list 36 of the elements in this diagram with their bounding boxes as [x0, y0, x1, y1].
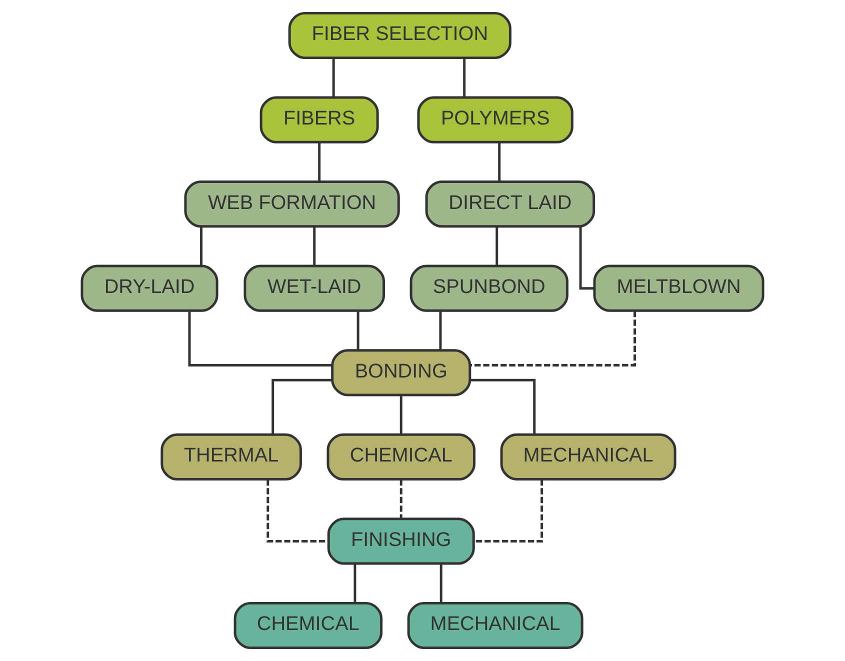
node-box: WET-LAID [244, 264, 385, 312]
connector [579, 226, 594, 290]
connector [463, 58, 466, 98]
node-box: MELTBLOWN [593, 264, 764, 312]
connector [332, 58, 335, 98]
node-box: MECHANICAL [500, 433, 676, 480]
connector [188, 311, 332, 366]
connector [496, 226, 498, 266]
connector [200, 226, 202, 266]
node-box: BONDING [331, 349, 472, 396]
connector [313, 226, 316, 266]
node-box: FINISHING [327, 518, 475, 565]
node-box: CHEMICAL [326, 433, 476, 480]
node-box: DIRECT LAID [425, 180, 596, 228]
connector [272, 378, 332, 434]
node-box: DRY-LAID [80, 264, 218, 312]
connector [400, 395, 402, 434]
node-box: FIBER SELECTION [288, 12, 512, 60]
connector [498, 142, 501, 182]
connector [470, 311, 636, 366]
node-box: THERMAL [160, 433, 302, 480]
connector [266, 480, 328, 542]
node-box: WEB FORMATION [184, 180, 400, 228]
node-box: SPUNBOND [410, 264, 568, 312]
connector [318, 142, 321, 182]
node-box: FIBERS [260, 96, 379, 144]
node-box: POLYMERS [417, 96, 574, 144]
connector [440, 564, 442, 603]
connector [400, 480, 402, 519]
node-box: MECHANICAL [407, 602, 584, 650]
connector [354, 564, 356, 603]
connector [470, 378, 536, 434]
node-box: CHEMICAL [234, 602, 383, 650]
connector [474, 480, 544, 542]
connector [356, 310, 360, 350]
connector [439, 310, 442, 350]
